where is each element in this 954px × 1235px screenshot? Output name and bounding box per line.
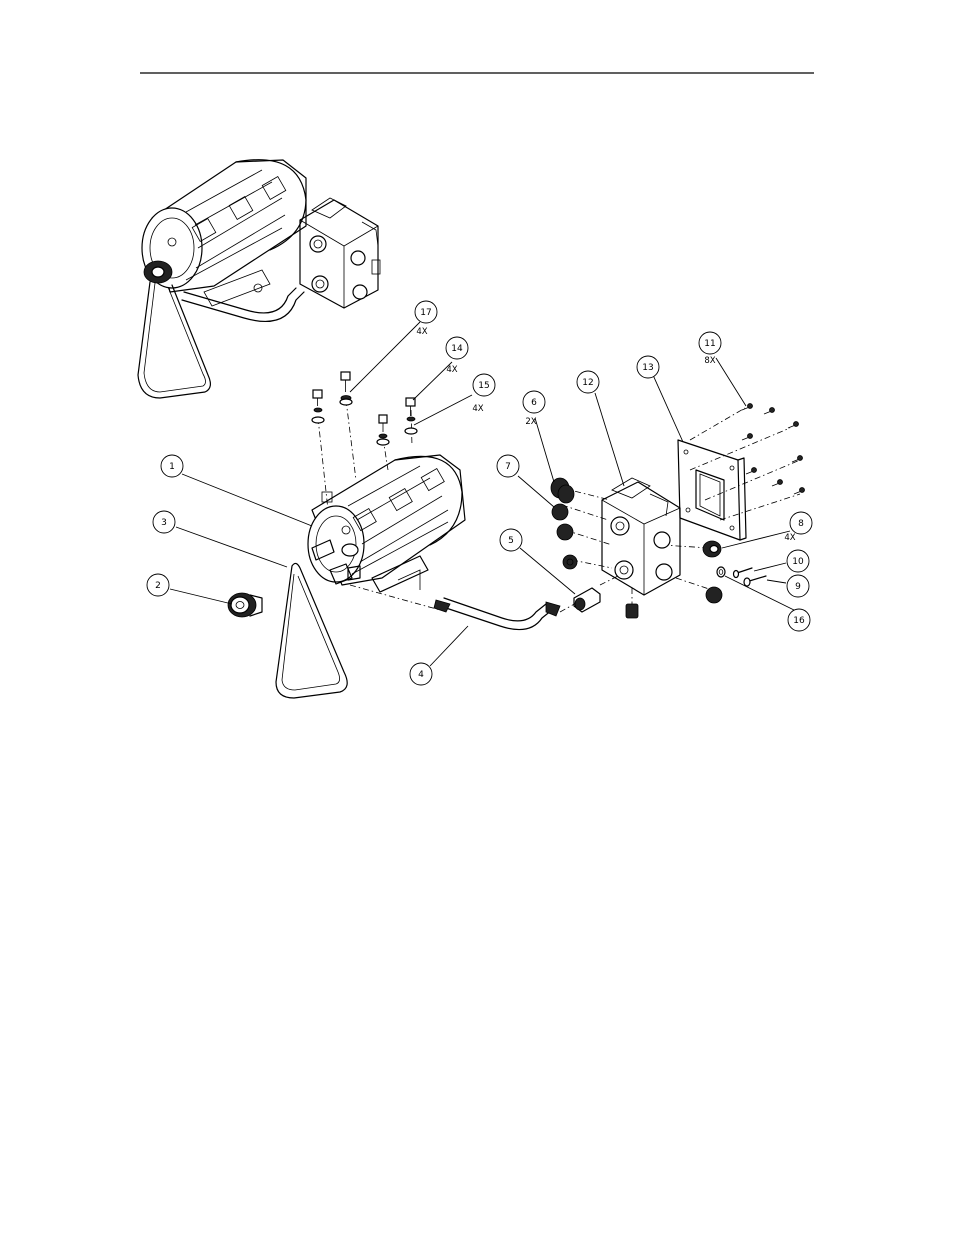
callout-1-label: 1	[169, 462, 175, 472]
callout-9-label: 9	[795, 582, 801, 592]
callout-15-qty: 4X	[472, 404, 483, 414]
part-10-washer	[734, 568, 753, 578]
callout-4: 4	[410, 663, 432, 685]
callout-13-label: 13	[642, 363, 653, 373]
part-6-plugs	[551, 478, 574, 503]
callout-2-label: 2	[155, 581, 161, 591]
callout-15: 15 4X	[472, 374, 495, 414]
callout-14-label: 14	[451, 344, 463, 354]
callout-12-label: 12	[582, 378, 593, 388]
callout-10-label: 10	[792, 557, 804, 567]
callout-3: 3	[153, 511, 175, 533]
part-2-pulley	[228, 593, 262, 617]
part-12-pump-body	[602, 478, 680, 595]
part-1-motor	[308, 455, 465, 592]
part-13-mounting-plate	[678, 440, 746, 540]
callout-7-label: 7	[505, 462, 511, 472]
callout-1: 1	[161, 455, 183, 477]
callout-9: 9	[787, 575, 809, 597]
callout-2: 2	[147, 574, 169, 596]
callout-8: 8 4X	[784, 512, 812, 543]
assembled-view	[138, 160, 380, 398]
callout-15-label: 15	[478, 381, 489, 391]
part-15-flat-washers	[312, 399, 417, 445]
part-7-plugs	[552, 504, 577, 569]
drain-plug	[626, 587, 722, 618]
part-16-washer	[717, 567, 725, 577]
callout-14-qty: 4X	[446, 365, 457, 375]
callout-5: 5	[500, 529, 522, 551]
callout-7: 7	[497, 455, 519, 477]
callout-17-qty: 4X	[416, 327, 427, 337]
callout-12: 12	[577, 371, 599, 393]
callout-8-label: 8	[798, 519, 804, 529]
callout-4-label: 4	[418, 670, 424, 680]
callout-14: 14 4X	[446, 337, 468, 375]
callout-8-qty: 4X	[784, 533, 795, 543]
part-8-plug	[703, 541, 721, 557]
callout-17: 17 4X	[415, 301, 437, 337]
callout-3-label: 3	[161, 518, 167, 528]
callout-11-label: 11	[704, 339, 715, 349]
callout-17-label: 17	[420, 308, 431, 318]
callout-6-qty: 2X	[525, 417, 536, 427]
part-5-fitting	[574, 588, 600, 612]
callout-5-label: 5	[508, 536, 514, 546]
callout-13: 13	[637, 356, 659, 378]
callout-16-label: 16	[793, 616, 805, 626]
callout-16: 16	[788, 609, 810, 631]
part-4-hose	[434, 598, 560, 630]
callout-11-qty: 8X	[704, 356, 715, 366]
callout-6: 6 2X	[523, 391, 545, 427]
callout-6-label: 6	[531, 398, 537, 408]
callout-10: 10	[787, 550, 809, 572]
part-9-screw	[744, 576, 766, 586]
